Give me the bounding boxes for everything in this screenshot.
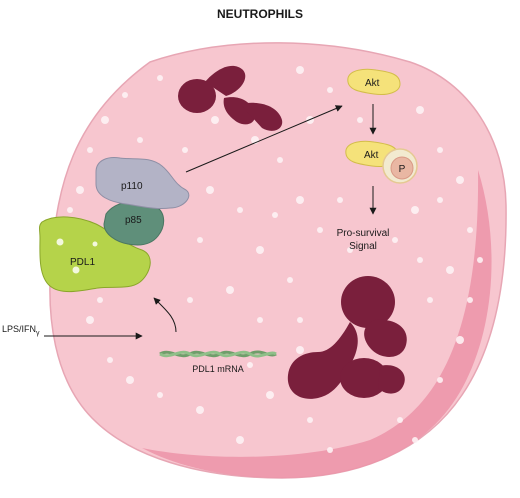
p110-subunit: p110 xyxy=(95,157,190,209)
granule xyxy=(397,417,403,423)
granule xyxy=(236,436,244,444)
granule xyxy=(437,377,443,383)
akt-unphosphorylated: Akt xyxy=(347,68,401,95)
pdl1-mrna-strand xyxy=(159,350,277,358)
granule xyxy=(357,117,363,123)
granule xyxy=(97,297,103,303)
granule xyxy=(157,392,163,398)
arrow-mrna-to-pdl1 xyxy=(153,297,177,333)
granule xyxy=(137,137,143,143)
granule xyxy=(122,92,128,98)
granule xyxy=(257,317,263,323)
granule xyxy=(297,317,303,323)
pdl1-label: PDL1 xyxy=(70,257,95,268)
granule xyxy=(196,406,204,414)
granule xyxy=(126,376,134,384)
granule xyxy=(101,116,109,124)
granule xyxy=(197,237,203,243)
nucleus-lobes-top xyxy=(178,65,283,131)
granule xyxy=(296,196,304,204)
granule xyxy=(211,116,219,124)
granule xyxy=(256,246,264,254)
mrna-label: PDL1 mRNA xyxy=(192,364,244,374)
granule xyxy=(416,106,424,114)
granule xyxy=(226,286,234,294)
granule xyxy=(296,346,304,354)
akt-phosphorylated: Akt P xyxy=(345,140,418,184)
p85-label: p85 xyxy=(125,215,142,226)
granule xyxy=(266,391,274,399)
granule xyxy=(467,227,473,233)
stimulus-label: LPS/IFNγ xyxy=(2,324,40,337)
granule xyxy=(107,357,113,363)
granule xyxy=(307,417,313,423)
pro-survival-label-line2: Signal xyxy=(349,241,377,252)
granule xyxy=(247,362,253,368)
granule xyxy=(456,176,464,184)
figure-title: NEUTROPHILS xyxy=(217,7,303,21)
granule xyxy=(277,157,283,163)
granule xyxy=(437,197,443,203)
granule xyxy=(347,247,353,253)
granule xyxy=(206,186,214,194)
granule xyxy=(327,447,333,453)
granule xyxy=(272,212,278,218)
stimulus-subscript: γ xyxy=(36,330,40,337)
pathway-arrows xyxy=(44,104,377,340)
granule xyxy=(412,437,418,443)
granule xyxy=(477,257,483,263)
granule xyxy=(157,75,163,81)
akt-label-top: Akt xyxy=(365,78,380,89)
granule xyxy=(456,336,464,344)
granule xyxy=(187,297,193,303)
pdl1-protein: PDL1 xyxy=(39,216,151,293)
granule xyxy=(76,186,84,194)
granule xyxy=(182,147,188,153)
nucleus-lobes-bottom xyxy=(287,276,407,399)
cytoplasmic-granules xyxy=(67,66,483,453)
granule xyxy=(467,297,473,303)
granule xyxy=(411,206,419,214)
phosphate-group xyxy=(390,156,414,180)
granule xyxy=(417,257,423,263)
stimulus-text: LPS/IFN xyxy=(2,324,36,334)
granule xyxy=(327,87,333,93)
granule xyxy=(87,147,93,153)
granule xyxy=(427,297,433,303)
granule xyxy=(67,207,73,213)
granule xyxy=(287,277,293,283)
granule xyxy=(86,316,94,324)
granule xyxy=(237,207,243,213)
granule xyxy=(317,227,323,233)
granule xyxy=(296,66,304,74)
phosphate-label: P xyxy=(399,164,406,175)
pro-survival-label-line1: Pro-survival xyxy=(337,228,390,239)
arrow-pi3k-to-akt xyxy=(185,105,343,173)
granule xyxy=(337,197,343,203)
granule xyxy=(437,147,443,153)
akt-label-bottom: Akt xyxy=(364,150,379,161)
granule xyxy=(392,237,398,243)
granule xyxy=(446,266,454,274)
p110-label: p110 xyxy=(121,181,143,192)
